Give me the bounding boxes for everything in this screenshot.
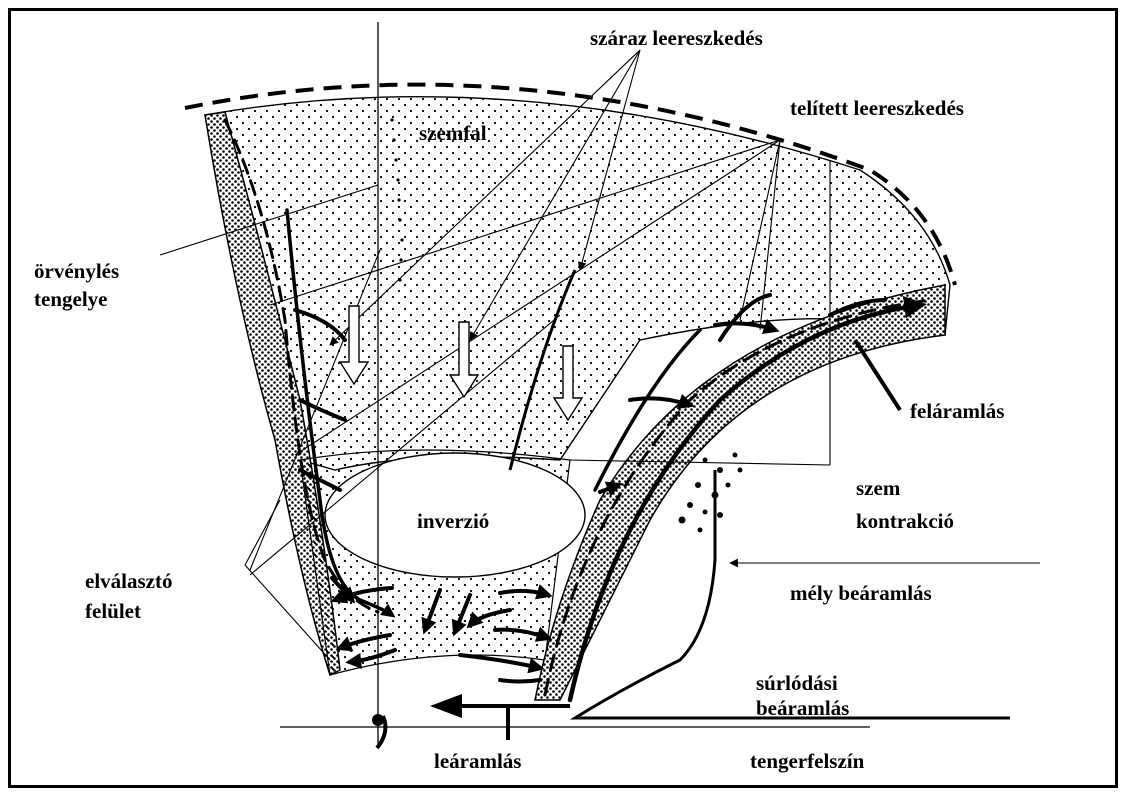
updraft-pointer bbox=[855, 340, 900, 410]
label-eye-contraction-2: kontrakció bbox=[856, 509, 954, 533]
label-deep-inflow: mély beáramlás bbox=[790, 581, 932, 605]
label-separating-surface-2: felület bbox=[85, 599, 141, 623]
label-vortex-axis-1: örvénylés bbox=[34, 259, 119, 283]
label-downdraft: leáramlás bbox=[434, 749, 521, 773]
hurricane-symbol-icon bbox=[372, 714, 385, 748]
label-separating-surface-1: elválasztó bbox=[85, 569, 172, 593]
label-dry-descent: száraz leereszkedés bbox=[590, 26, 763, 50]
upper-outflow-layer bbox=[205, 97, 950, 470]
downdraft-arrow bbox=[430, 694, 570, 740]
label-vortex-axis-2: tengelye bbox=[34, 287, 107, 311]
label-inversion: inverzió bbox=[417, 509, 489, 533]
label-friction-inflow-1: súrlódási bbox=[756, 671, 838, 695]
label-updraft: feláramlás bbox=[910, 399, 1004, 423]
label-eye-contraction-1: szem bbox=[856, 476, 901, 500]
label-sea-surface: tengerfelszín bbox=[750, 749, 865, 773]
label-eyewall: szemfal bbox=[419, 121, 487, 145]
label-friction-inflow-2: beáramlás bbox=[756, 696, 849, 720]
label-saturated-descent: telített leereszkedés bbox=[790, 96, 964, 120]
